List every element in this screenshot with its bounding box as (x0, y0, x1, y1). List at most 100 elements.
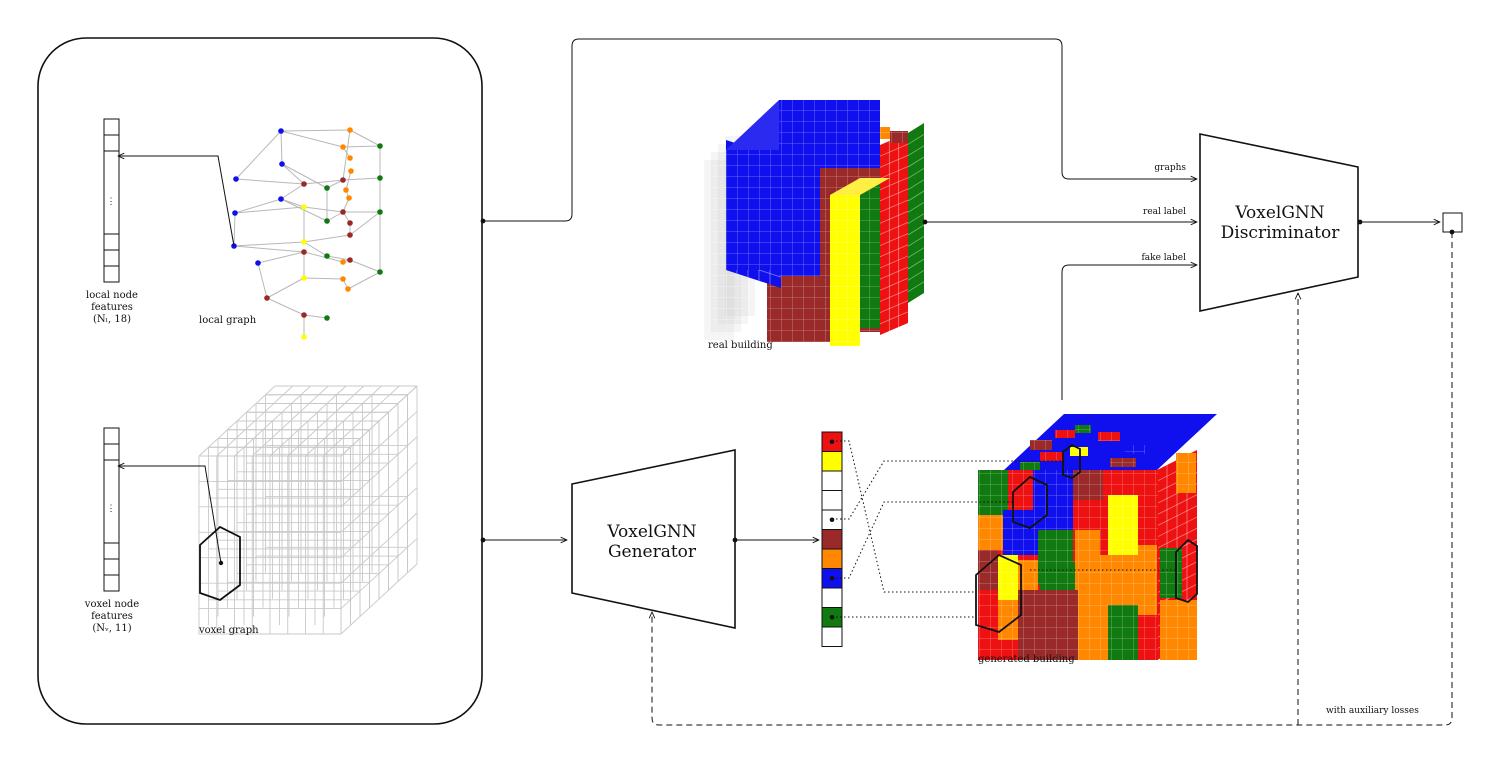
voxel-vector-frame (103, 427, 120, 592)
generated-building-label: generated building (978, 654, 1075, 665)
input-graphs-panel (37, 37, 483, 725)
local-graph-node (301, 312, 307, 318)
local-graph-edge (257, 262, 268, 299)
gen-front-block-grid (1073, 470, 1103, 500)
voxel-node-features-label-line2: features (91, 611, 133, 622)
real-red-side-grid (879, 266, 909, 280)
gen-right-orange-grid (1176, 453, 1196, 493)
output-vector-cell (821, 529, 843, 550)
discriminator-label-line2: Discriminator (1221, 223, 1341, 243)
real-yellow-top (830, 178, 890, 195)
real-red-side-grid (879, 277, 909, 291)
real-red-side-grid (879, 300, 909, 314)
real-green-side-grid (907, 224, 925, 236)
local-graph-edge (280, 129, 351, 132)
local-graph-edge (235, 130, 282, 180)
local-graph-node (324, 218, 330, 224)
local-graph-node (347, 257, 353, 263)
generated-node-vector (821, 431, 843, 647)
fake-label-edge-label: fake label (1141, 253, 1186, 263)
local-graph-edge (326, 255, 351, 261)
local-graph-edge (280, 130, 283, 165)
real-yellow-column-grid (830, 195, 860, 346)
local-graph-node (279, 161, 285, 167)
real-green-side (908, 123, 924, 303)
generator-block (571, 449, 736, 629)
local-graph-node (324, 185, 330, 191)
local-graph-edge (280, 183, 305, 200)
local-graph-edge (303, 251, 344, 263)
generator-label-line2: Generator (608, 542, 697, 562)
gen-right-green-grid (1160, 548, 1182, 598)
output-vector-cell-dot (829, 517, 835, 523)
real-red-side-grid (879, 199, 909, 213)
real-red-side-grid (879, 255, 909, 269)
local-graph-edge (303, 314, 328, 319)
local-graph-edge (233, 241, 305, 247)
gen-front-block-grid (1055, 600, 1078, 635)
gen-front-block-grid (1003, 510, 1038, 555)
gen-highlight-voxel (975, 553, 1022, 633)
local-graph-node (340, 177, 346, 183)
output-vector-cell (821, 451, 843, 472)
real-green-front-grid (860, 178, 880, 328)
real-red-side-grid (879, 222, 909, 235)
local-graph-edge (281, 163, 305, 185)
local-graph-edge (280, 130, 344, 148)
gen-top-patch-grid (1110, 458, 1136, 467)
real-green-side-grid (907, 145, 925, 157)
local-graph-edge (281, 163, 328, 189)
discriminator-output-box (1442, 212, 1463, 233)
local-graph-node (324, 315, 330, 321)
local-graph-node (278, 196, 284, 202)
voxel-node-features-vector (103, 427, 120, 592)
gen-top-patch-grid (1125, 445, 1145, 454)
real-building-label: real building (708, 340, 773, 351)
local-graph-node (347, 127, 353, 133)
local-graph-node (377, 269, 383, 275)
gen-front-block-grid (1075, 530, 1100, 595)
local-graph-node (377, 143, 383, 149)
gen-right-face-grid (1156, 505, 1198, 527)
local-graph-to-vector-arrow (118, 156, 235, 247)
local-graph-node (301, 249, 307, 255)
local-graph-node (255, 260, 261, 266)
real-green-side-grid (907, 235, 925, 247)
generated-building (975, 414, 1217, 660)
local-graph-node (232, 210, 238, 216)
gen-right-face-grid (1156, 527, 1198, 549)
local-graph-edge (345, 170, 352, 191)
local-vector-frame (103, 118, 120, 283)
gen-top-patch-grid (1055, 430, 1075, 438)
gen-top-patch-grid (1030, 440, 1052, 450)
local-graph-label: local graph (199, 315, 257, 326)
local-graph-edge (349, 211, 381, 236)
local-graph-edge (342, 145, 381, 148)
gen-front-block-grid (1078, 595, 1108, 660)
local-graph-node (347, 155, 353, 161)
real-red-side-grid (879, 233, 909, 246)
gen-top-patch-grid (1040, 452, 1064, 461)
voxel-graph-label: voxel graph (198, 625, 259, 636)
local-graph-edge (303, 179, 344, 185)
output-vector-cell (821, 587, 843, 608)
gen-top-patch-grid (1075, 425, 1091, 433)
local-graph-node (348, 168, 354, 174)
local-graph-edge (233, 212, 236, 247)
real-brown-cap-grid (890, 131, 908, 143)
local-graph-node (324, 253, 330, 259)
real-orange-cap-grid (880, 127, 890, 139)
local-graph-edge (347, 271, 381, 290)
local-graph-node (264, 295, 270, 301)
real-green-side-grid (907, 258, 925, 270)
local-graph-node (301, 181, 307, 187)
local-graph-edge (235, 178, 305, 185)
output-vector-cell (821, 626, 843, 647)
real-blue-left-front-grid (726, 150, 782, 270)
local-graph-node (301, 334, 307, 340)
gen-top-patch-grid (1020, 462, 1040, 470)
real-red-side-grid (879, 143, 909, 157)
auxiliary-losses-label: with auxiliary losses (1326, 706, 1419, 716)
fake-label-edge (1061, 265, 1197, 400)
gen-front-block-grid (1073, 500, 1108, 530)
